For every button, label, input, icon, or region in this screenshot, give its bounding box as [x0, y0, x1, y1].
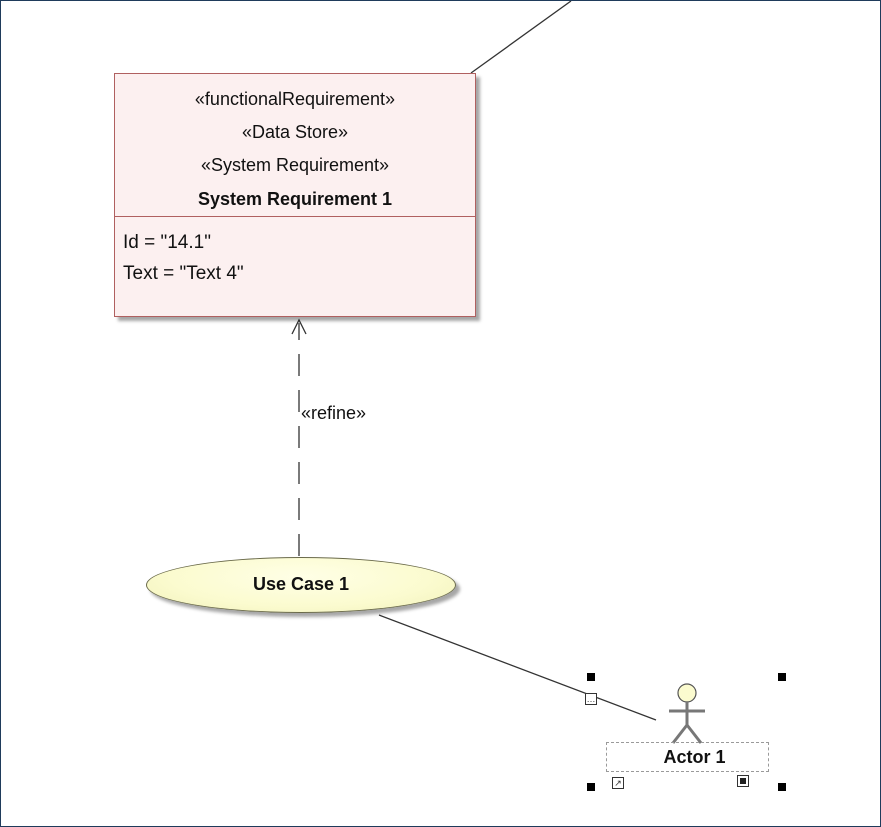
attribute-text: Text = "Text 4"	[123, 263, 244, 284]
requirement-header: «functionalRequirement» «Data Store» «Sy…	[115, 74, 475, 217]
actor-figure-icon	[669, 683, 705, 744]
compartment-toggle-icon[interactable]	[737, 775, 749, 787]
stereotype-system-requirement: «System Requirement»	[200, 155, 390, 175]
requirement-name: System Requirement 1	[197, 189, 393, 209]
actor-name: Actor 1	[663, 746, 726, 767]
stereotype-functional-requirement: «functionalRequirement»	[194, 89, 396, 109]
use-case-ellipse[interactable]: Use Case 1	[146, 557, 456, 613]
use-case-name: Use Case 1	[252, 573, 350, 594]
requirement-attributes: Id = "14.1" Text = "Text 4"	[115, 217, 475, 289]
association-line-actor	[378, 614, 657, 721]
refine-label: «refine»	[301, 403, 367, 423]
requirement-block[interactable]: «functionalRequirement» «Data Store» «Sy…	[114, 73, 476, 317]
association-line-top	[470, 1, 572, 74]
refine-arrowhead-icon	[291, 318, 307, 335]
open-link-icon[interactable]: ↗	[612, 777, 624, 789]
attribute-id: Id = "14.1"	[123, 232, 211, 253]
selection-handle-top-right[interactable]	[778, 673, 786, 681]
selection-handle-top-left[interactable]	[587, 673, 595, 681]
selection-handle-bottom-right[interactable]	[778, 783, 786, 791]
stereotype-data-store: «Data Store»	[241, 122, 349, 142]
selection-handle-bottom-left[interactable]	[587, 783, 595, 791]
actor-name-box[interactable]: Actor 1	[606, 742, 769, 772]
more-options-icon[interactable]: …	[585, 693, 597, 705]
